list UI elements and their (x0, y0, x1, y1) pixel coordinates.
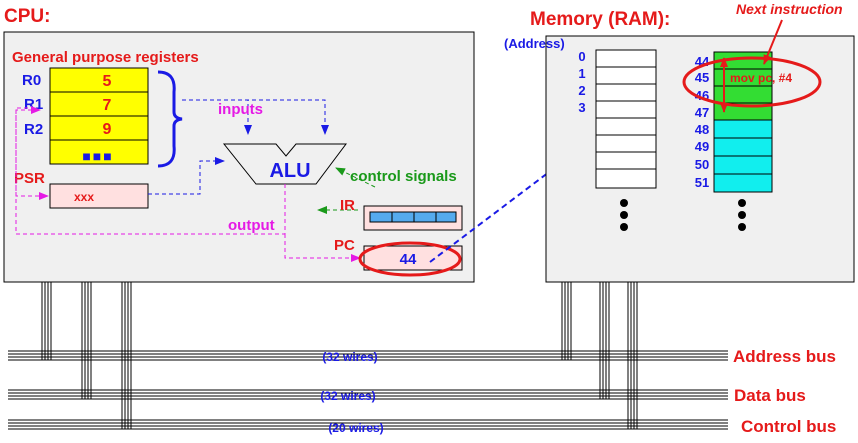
right-address-45: 45 (695, 70, 709, 85)
address-bus-wires: (32 wires) (322, 350, 377, 364)
alu-label: ALU (269, 160, 310, 182)
register-r2-name: R2 (24, 121, 43, 138)
right-address-48: 48 (695, 122, 709, 137)
pc-register (363, 245, 463, 271)
output-arrow (15, 106, 286, 235)
psr-name: PSR (14, 170, 45, 187)
gp-registers-title: General purpose registers (12, 49, 199, 66)
data-bus-label: Data bus (734, 386, 806, 405)
output-to-pc-arrow (284, 234, 361, 262)
register-r2-value: 9 (103, 121, 112, 138)
ir-cells (369, 211, 457, 223)
control-signals-arrow (335, 167, 376, 188)
register-r0-name: R0 (22, 72, 41, 89)
left-address-2: 2 (578, 83, 585, 98)
control-bus-label: Control bus (741, 417, 836, 436)
instruction-highlight-ellipse (682, 56, 822, 108)
next-instruction-arrow (763, 19, 783, 65)
psr-value: xxx (74, 190, 94, 204)
inputs-arrows (182, 99, 329, 135)
instruction-text: mov pc, #4 (730, 71, 792, 85)
more-registers-dots: ■■■ (82, 148, 113, 164)
data-bus-wires: (32 wires) (320, 389, 375, 403)
pc-name: PC (334, 237, 355, 254)
memory-title: Memory (RAM): (530, 9, 670, 30)
pc-value: 44 (400, 251, 417, 268)
memory-column-left (595, 49, 657, 189)
right-address-49: 49 (695, 139, 709, 154)
register-r1-value: 7 (103, 97, 112, 114)
left-address-1: 1 (578, 66, 585, 81)
register-brace (157, 70, 183, 168)
control-signals-label: control signals (350, 168, 457, 185)
output-label: output (228, 217, 275, 234)
memory-continuation-dots (620, 199, 746, 231)
right-address-47: 47 (695, 105, 709, 120)
pc-highlight-ellipse (358, 241, 462, 277)
alu-shape (222, 143, 347, 185)
register-file (49, 67, 149, 165)
ir-name: IR (340, 197, 355, 214)
psr-register (49, 183, 149, 209)
cpu-title: CPU: (4, 6, 50, 27)
right-address-50: 50 (695, 157, 709, 172)
register-r1-name: R1 (24, 96, 43, 113)
right-address-51: 51 (695, 175, 709, 190)
address-bus-label: Address bus (733, 347, 836, 366)
address-label: (Address) (504, 36, 565, 51)
left-address-0: 0 (578, 49, 585, 64)
left-address-3: 3 (578, 100, 585, 115)
next-instruction-label: Next instruction (736, 1, 843, 17)
inputs-label: inputs (218, 101, 263, 118)
register-r0-value: 5 (103, 73, 112, 90)
control-bus-wires: (20 wires) (328, 421, 383, 435)
bus-wires (8, 282, 728, 430)
